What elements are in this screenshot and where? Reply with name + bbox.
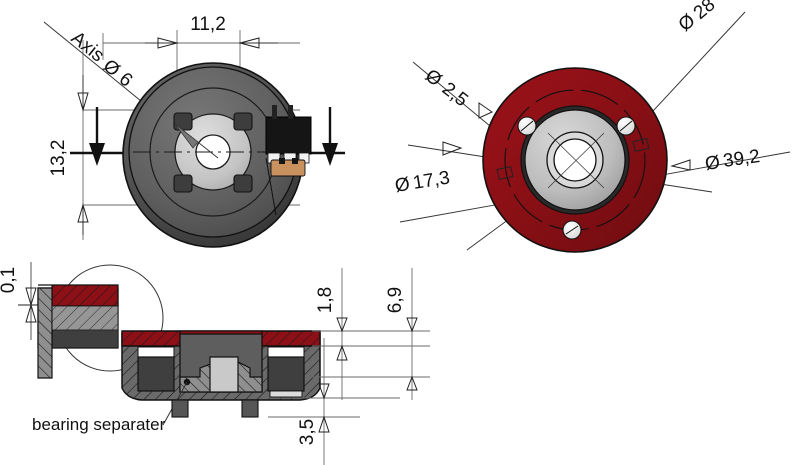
dia-symbol-17-3: Ø (393, 174, 411, 197)
detail-flange-corner (37, 284, 119, 379)
front-bore-leader (174, 123, 219, 159)
dim-13-2: 13,2 (48, 75, 89, 235)
dim-13-2-label: 13,2 (48, 140, 69, 177)
dim-39-2-label: 39,2 (722, 146, 762, 172)
dim-3-5-label: 3,5 (297, 419, 318, 445)
section-bearing-gap-left (137, 346, 175, 358)
rear-center-crosshair (547, 132, 605, 189)
front-view: 11,2 13,2 Axis Ø 6 (43, 14, 345, 248)
detail-view: 0,1 (0, 262, 164, 379)
connector-pin-2 (288, 105, 293, 119)
dim-11-2-label: 11,2 (190, 14, 226, 35)
mount-pin-right (241, 399, 259, 418)
section-view: bearing separater 1,8 6,9 (32, 268, 430, 465)
connector-pin-1 (272, 105, 277, 119)
dim-6-9: 6,9 (385, 287, 418, 391)
rear-leader-terminators (496, 138, 650, 180)
dim-1-8: 1,8 (315, 287, 348, 361)
dim-dia-39-2: Ø 39,2 (670, 146, 762, 175)
dim-0-1-label: 0,1 (0, 267, 19, 293)
rear-bolt-holes (517, 116, 636, 240)
dim-0-1: 0,1 (0, 262, 48, 340)
dia-symbol-39-2: Ø (704, 152, 722, 175)
section-bearing-pockets (137, 346, 305, 398)
connector-tan-block (270, 159, 306, 177)
detail-shadow-fill (52, 306, 118, 348)
dim-1-8-label: 1,8 (315, 287, 336, 313)
connector-tan-notch-1 (279, 158, 285, 164)
connector-edge-line (265, 157, 277, 216)
front-connector (265, 105, 312, 216)
dim-6-9-label: 6,9 (385, 287, 406, 313)
mount-pin-left (171, 399, 189, 418)
front-disc (122, 62, 312, 248)
rear-view: Ø 2,5 Ø 28 Ø 17,3 Ø 39,2 (393, 0, 791, 253)
rear-flange (482, 67, 668, 253)
connector-tan-notch-2 (292, 158, 298, 164)
dim-11-2: 11,2 (145, 14, 278, 49)
section-mount-pins (171, 399, 259, 418)
section-bearing-right (267, 356, 305, 392)
detail-left-wall (37, 287, 53, 379)
section-shim-right (269, 390, 303, 398)
front-square-pockets (173, 112, 253, 193)
dim-3-5: 3,5 (297, 383, 330, 445)
section-bearing-left (137, 356, 175, 392)
connector-housing (265, 116, 312, 155)
section-shaft (209, 356, 239, 393)
section-bearing-gap-right (267, 346, 305, 358)
bearing-separater-label: bearing separater (32, 415, 166, 434)
